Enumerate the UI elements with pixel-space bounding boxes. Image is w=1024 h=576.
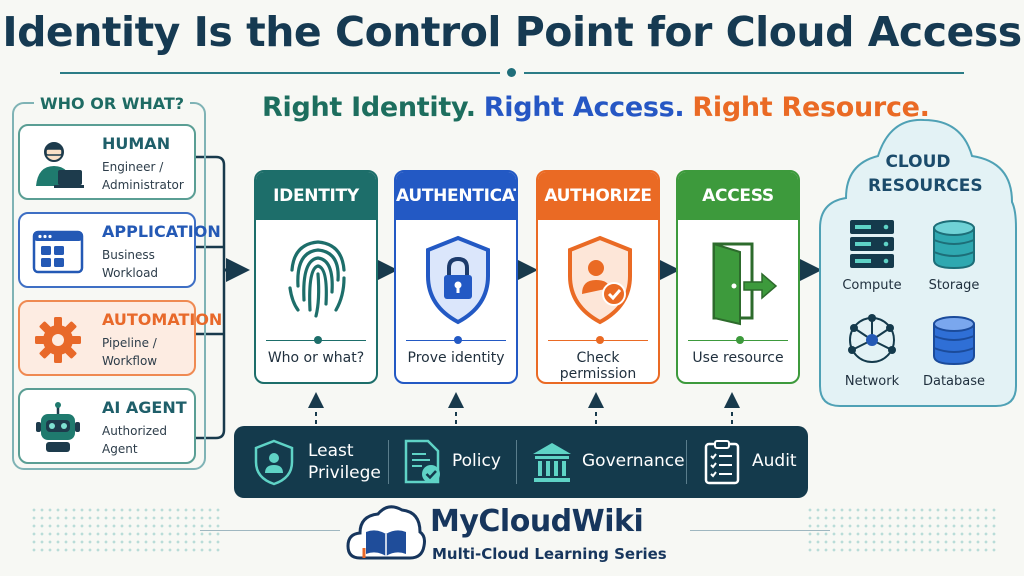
footer-rule-left xyxy=(200,530,340,531)
tagline-access: Right Access. xyxy=(483,92,685,123)
gear-icon xyxy=(35,317,81,363)
actor-application-name: APPLICATION xyxy=(102,222,221,241)
tagline-resource: Right Resource. xyxy=(692,92,930,123)
governance-bar: Least Privilege Policy Governance xyxy=(234,426,808,498)
brand-name: MyCloudWiki xyxy=(430,504,644,539)
brand-subtitle: Multi-Cloud Learning Series xyxy=(432,545,667,563)
decor-dots-right xyxy=(806,506,996,554)
resource-storage: Storage xyxy=(916,216,992,293)
actor-application-desc2: Workload xyxy=(102,266,159,280)
resource-compute: Compute xyxy=(834,216,910,293)
cloud-book-icon xyxy=(346,505,426,560)
resource-network-label: Network xyxy=(844,374,900,389)
app-window-icon xyxy=(32,230,84,274)
actor-application-desc1: Business xyxy=(102,248,155,262)
governance-divider xyxy=(388,440,389,484)
governance-divider xyxy=(516,440,517,484)
server-icon xyxy=(850,220,894,268)
tagline: Right Identity.Right Access.Right Resour… xyxy=(262,92,938,123)
cloud-title-line2: RESOURCES xyxy=(868,176,983,196)
actor-automation-desc2: Workflow xyxy=(102,354,158,368)
actor-links xyxy=(196,245,224,336)
step-authenticate-title: AUTHENTICATE xyxy=(396,172,516,220)
actor-ai-agent-desc2: Agent xyxy=(102,442,138,456)
resource-compute-label: Compute xyxy=(842,278,902,293)
title-divider-dot xyxy=(507,68,516,77)
step-identity-title: IDENTITY xyxy=(256,172,376,220)
actor-application: APPLICATION Business Workload xyxy=(18,212,221,288)
shield-user-check-icon xyxy=(568,235,632,325)
step-authenticate-divider-dot xyxy=(454,336,462,344)
step-authenticate-caption: Prove identity xyxy=(407,350,505,366)
least-privilege-line1: Least xyxy=(308,441,354,461)
actor-automation: AUTOMATION Pipeline / Workflow xyxy=(18,300,222,376)
step-identity: IDENTITY Who or what? xyxy=(254,170,378,384)
step-authorize-title: AUTHORIZE xyxy=(538,172,658,220)
who-or-what-label: WHO OR WHAT? xyxy=(34,94,191,113)
least-privilege-line2: Privilege xyxy=(308,463,381,483)
actor-human-desc1: Engineer / xyxy=(102,160,164,174)
governance-label: Governance xyxy=(582,451,685,471)
step-access-caption: Use resource xyxy=(692,350,784,366)
policy-document-icon xyxy=(404,439,440,484)
step-access-divider-dot xyxy=(736,336,744,344)
actor-bracket xyxy=(196,155,226,440)
governance-item-audit: Audit xyxy=(694,426,804,498)
cloud-resources-title: CLOUD RESOURCES xyxy=(868,150,983,198)
governance-item-governance: Governance xyxy=(524,426,685,498)
step-access: ACCESS Use resource xyxy=(676,170,800,384)
actor-human: HUMAN Engineer / Administrator xyxy=(18,124,196,200)
audit-label: Audit xyxy=(752,451,797,471)
storage-cylinder-icon xyxy=(933,220,975,270)
actor-ai-agent-name: AI AGENT xyxy=(102,398,187,417)
network-icon xyxy=(848,314,896,363)
actor-ai-agent: AI AGENT Authorized Agent xyxy=(18,388,196,464)
tagline-identity: Right Identity. xyxy=(262,92,476,123)
shield-person-icon xyxy=(254,439,294,486)
shield-lock-icon xyxy=(426,235,490,325)
decor-dots-left xyxy=(30,506,220,554)
actor-ai-agent-desc1: Authorized xyxy=(102,424,168,438)
governance-item-least-privilege: Least Privilege xyxy=(234,426,384,498)
actor-human-desc2: Administrator xyxy=(102,178,184,192)
person-laptop-icon xyxy=(36,142,84,188)
step-identity-caption: Who or what? xyxy=(267,350,365,366)
actor-human-name: HUMAN xyxy=(102,134,171,153)
page-title: Identity Is the Control Point for Cloud … xyxy=(2,8,1022,56)
step-authorize-divider-dot xyxy=(596,336,604,344)
step-authenticate: AUTHENTICATE Prove identity xyxy=(394,170,518,384)
database-icon xyxy=(933,316,975,366)
door-arrow-icon xyxy=(712,242,778,326)
actor-automation-desc1: Pipeline / xyxy=(102,336,157,350)
resource-network: Network xyxy=(834,312,910,389)
resource-storage-label: Storage xyxy=(928,278,980,293)
title-divider-left xyxy=(60,72,500,74)
step-access-title: ACCESS xyxy=(678,172,798,220)
resource-database-label: Database xyxy=(922,374,986,389)
fingerprint-icon xyxy=(288,240,346,318)
step-authorize-caption: Check permission xyxy=(559,350,637,382)
footer-rule-right xyxy=(690,530,830,531)
governance-divider xyxy=(686,440,687,484)
policy-label: Policy xyxy=(452,451,501,471)
step-authorize: AUTHORIZE Check permission xyxy=(536,170,660,384)
clipboard-checklist-icon xyxy=(704,440,740,485)
governance-item-policy: Policy xyxy=(394,426,514,498)
cloud-title-line1: CLOUD xyxy=(885,152,951,172)
robot-icon xyxy=(36,402,80,452)
resource-database: Database xyxy=(916,312,992,389)
title-divider-right xyxy=(524,72,964,74)
institution-icon xyxy=(533,443,571,482)
step-identity-divider-dot xyxy=(314,336,322,344)
actor-automation-name: AUTOMATION xyxy=(102,310,223,329)
